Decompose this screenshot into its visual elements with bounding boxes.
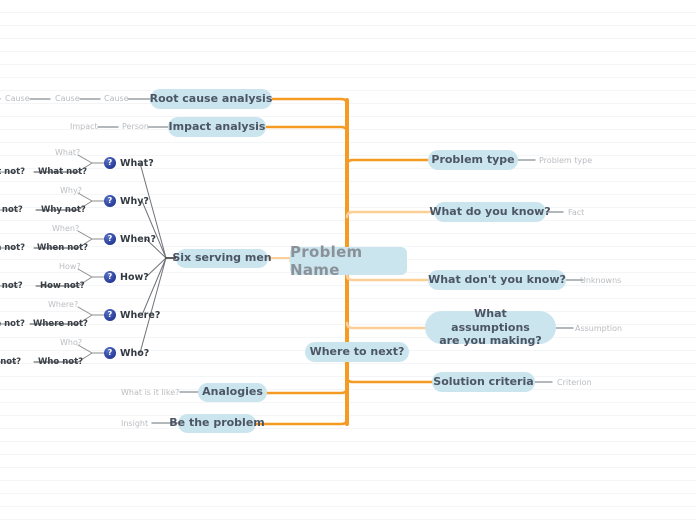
qnode-what-label: What? xyxy=(120,157,154,169)
label-cause-3[interactable]: Cause xyxy=(5,94,30,103)
qnode-how-label: How? xyxy=(120,271,149,283)
branch-right-what-do-you-know xyxy=(345,210,436,219)
label-when-up[interactable]: When? xyxy=(52,224,80,233)
label-tail-problem-type[interactable]: Problem type xyxy=(539,156,593,165)
qnode-what[interactable]: ? What? xyxy=(104,157,154,169)
label-how-not-far[interactable]: How not? xyxy=(0,281,23,291)
branch-right-what-dont-you-know xyxy=(345,273,430,282)
label-when-not-far[interactable]: When not? xyxy=(0,243,26,253)
question-icon: ? xyxy=(104,347,116,359)
label-who-not-far[interactable]: Who not? xyxy=(0,357,22,367)
branch-left-be-the-problem xyxy=(254,417,349,426)
qnode-how[interactable]: ? How? xyxy=(104,271,149,283)
qnode-who[interactable]: ? Who? xyxy=(104,347,149,359)
question-icon: ? xyxy=(104,195,116,207)
question-icon: ? xyxy=(104,157,116,169)
qnode-who-label: Who? xyxy=(120,347,150,359)
label-what-up[interactable]: What? xyxy=(55,148,81,157)
qnode-why[interactable]: ? Why? xyxy=(104,195,149,207)
qnode-where-label: Where? xyxy=(120,309,161,321)
label-tail-criterion[interactable]: Criterion xyxy=(557,378,592,387)
node-problem-type[interactable]: Problem type xyxy=(428,150,518,170)
node-analogies[interactable]: Analogies xyxy=(198,383,267,402)
branch-left-impact xyxy=(264,125,349,134)
qnode-where[interactable]: ? Where? xyxy=(104,309,160,321)
label-why-not-far[interactable]: Why not? xyxy=(0,205,23,215)
qnode-when-label: When? xyxy=(120,233,156,245)
label-what-not-far[interactable]: What not? xyxy=(0,167,26,177)
node-root-cause-analysis[interactable]: Root cause analysis xyxy=(150,89,272,109)
label-why-up[interactable]: Why? xyxy=(60,186,82,195)
label-what-is-it-like[interactable]: What is it like? xyxy=(121,388,180,397)
label-insight[interactable]: Insight xyxy=(121,419,149,428)
branch-right-assumptions xyxy=(345,321,427,330)
question-icon: ? xyxy=(104,271,116,283)
node-be-the-problem[interactable]: Be the problem xyxy=(169,414,265,433)
branch-right-problem-type xyxy=(345,158,430,167)
label-how-not[interactable]: How not? xyxy=(40,281,85,291)
question-icon: ? xyxy=(104,233,116,245)
label-who-up[interactable]: Who? xyxy=(60,338,83,347)
label-where-not-far[interactable]: Where not? xyxy=(0,319,25,329)
node-what-assumptions[interactable]: What assumptions are you making? xyxy=(425,307,556,347)
branch-left-analogies xyxy=(265,386,349,395)
label-where-not[interactable]: Where not? xyxy=(33,319,88,329)
label-when-not[interactable]: When not? xyxy=(37,243,89,253)
question-icon: ? xyxy=(104,309,116,321)
node-where-to-next[interactable]: Where to next? xyxy=(305,342,409,362)
qnode-when[interactable]: ? When? xyxy=(104,233,156,245)
label-cause-1[interactable]: Cause xyxy=(104,94,129,103)
node-what-dont-you-know[interactable]: What don't you know? xyxy=(428,270,566,290)
branch-left-root-cause xyxy=(270,97,349,106)
label-tail-unknowns[interactable]: Unknowns xyxy=(580,276,622,285)
label-who-not[interactable]: Who not? xyxy=(38,357,84,367)
node-what-assumptions-line1: What assumptions xyxy=(451,306,530,334)
label-where-up[interactable]: Where? xyxy=(48,300,79,309)
qnode-why-label: Why? xyxy=(120,195,149,207)
node-what-do-you-know[interactable]: What do you know? xyxy=(429,202,551,222)
node-six-serving-men[interactable]: Six serving men xyxy=(172,249,272,268)
node-problem-name[interactable]: Problem Name xyxy=(290,243,407,279)
label-person[interactable]: Person xyxy=(122,122,149,131)
label-why-not[interactable]: Why not? xyxy=(41,205,86,215)
node-what-assumptions-line2: are you making? xyxy=(439,334,542,348)
label-tail-assumption[interactable]: Assumption xyxy=(575,324,623,333)
label-how-up[interactable]: How? xyxy=(59,262,81,271)
node-impact-analysis[interactable]: Impact analysis xyxy=(168,117,266,137)
label-tail-fact[interactable]: Fact xyxy=(568,208,585,217)
label-cause-2[interactable]: Cause xyxy=(55,94,80,103)
label-what-not[interactable]: What not? xyxy=(38,167,88,177)
label-impact[interactable]: Impact xyxy=(70,122,98,131)
node-solution-criteria[interactable]: Solution criteria xyxy=(432,372,535,392)
branch-right-solution-criteria xyxy=(345,375,434,384)
